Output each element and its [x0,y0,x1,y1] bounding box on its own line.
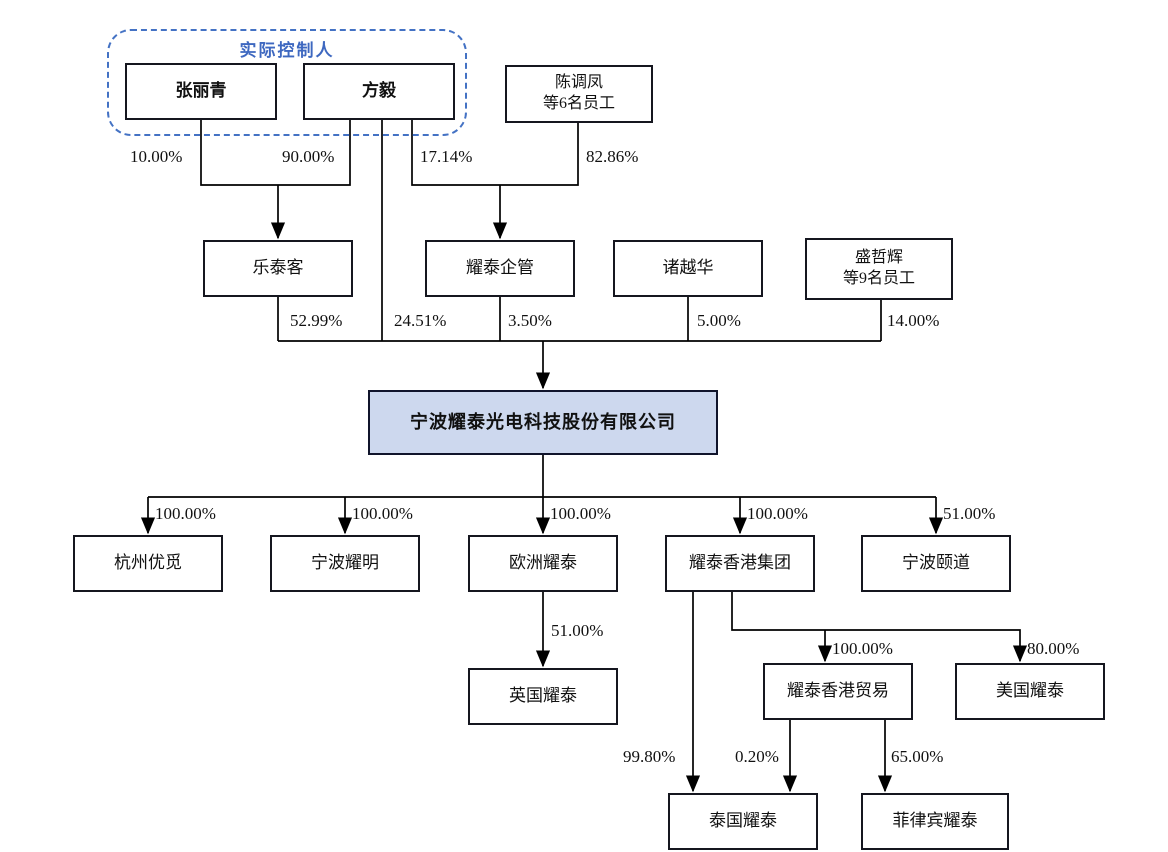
node-chen-diaofeng-employees: 陈调凤 等6名员工 [505,65,653,123]
node-sheng-zhehui-label: 盛哲辉 [854,249,903,267]
node-uk-yaotai-label: 英国耀泰 [509,686,577,706]
node-philippines-yaotai-label: 菲律宾耀泰 [892,811,978,831]
node-europe-yaotai: 欧洲耀泰 [468,535,618,592]
node-yaotai-qiguan: 耀泰企管 [425,240,575,297]
edge-fang-chen-to-qiguan [411,120,579,240]
node-ningbo-yidao: 宁波颐道 [861,535,1011,592]
node-ningbo-yaoming-label: 宁波耀明 [311,553,379,573]
node-yaotai-hk-group-label: 耀泰香港集团 [689,553,791,573]
pct-letaike-to-company: 52.99% [290,311,343,330]
node-fang-yi: 方毅 [303,63,455,120]
node-thailand-yaotai-label: 泰国耀泰 [709,811,777,831]
node-chen-diaofeng-label: 陈调凤 [554,74,603,92]
pct-company-to-yidao: 51.00% [943,504,996,523]
pct-zhu-to-company: 5.00% [697,311,741,330]
node-usa-yaotai: 美国耀泰 [955,663,1105,720]
pct-fang-to-qiguan: 17.14% [420,147,473,166]
node-yaotai-hk-trading-label: 耀泰香港贸易 [787,681,889,701]
node-yaotai-hk-group: 耀泰香港集团 [665,535,815,592]
node-sheng-zhehui-label2: 等9名员工 [842,270,915,287]
pct-company-to-europe: 100.00% [550,504,611,523]
pct-hkgroup-to-thailand: 99.80% [623,747,676,766]
edge-row2-collector-to-company [277,297,882,390]
actual-controller-label: 实际控制人 [239,41,335,60]
node-company-label: 宁波耀泰光电科技股份有限公司 [410,411,676,432]
pct-qiguan-to-company: 3.50% [508,311,552,330]
pct-company-to-yaoming: 100.00% [352,504,413,523]
node-hangzhou-youmi: 杭州优觅 [73,535,223,592]
node-letaike: 乐泰客 [203,240,353,297]
pct-hkgroup-to-hktrade: 100.00% [832,639,893,658]
pct-hktrade-to-thailand: 0.20% [735,747,779,766]
pct-fang-to-letaike: 90.00% [282,147,335,166]
edge-zhang-fang-to-letaike [200,120,351,240]
edge-company-to-subsidiaries [140,455,944,535]
node-europe-yaotai-label: 欧洲耀泰 [509,553,577,573]
pct-fang-to-company: 24.51% [394,311,447,330]
pct-company-to-hangzhou: 100.00% [155,504,216,523]
pct-europe-to-uk: 51.00% [551,621,604,640]
node-hangzhou-youmi-label: 杭州优觅 [114,553,182,573]
pct-sheng-to-company: 14.00% [887,311,940,330]
pct-company-to-hkgroup: 100.00% [747,504,808,523]
pct-zhang-to-letaike: 10.00% [130,147,183,166]
node-chen-diaofeng-label2: 等6名员工 [542,95,615,112]
pct-chen-to-qiguan: 82.86% [586,147,639,166]
node-thailand-yaotai: 泰国耀泰 [668,793,818,850]
node-letaike-label: 乐泰客 [252,258,304,278]
pct-hkgroup-to-usa: 80.00% [1027,639,1080,658]
node-ningbo-yaoming: 宁波耀明 [270,535,420,592]
pct-hktrade-to-philippines: 65.00% [891,747,944,766]
node-ningbo-yidao-label: 宁波颐道 [902,553,970,573]
actual-controller-group-frame [107,29,467,136]
node-uk-yaotai: 英国耀泰 [468,668,618,725]
node-sheng-zhehui-employees: 盛哲辉 等9名员工 [805,238,953,300]
node-philippines-yaotai: 菲律宾耀泰 [861,793,1009,850]
node-yaotai-hk-trading: 耀泰香港贸易 [763,663,913,720]
node-yaotai-qiguan-label: 耀泰企管 [466,258,534,278]
node-zhang-liqing: 张丽青 [125,63,277,120]
node-zhu-yuehua-label: 诸越华 [662,258,714,278]
edge-hkgroup-branch [731,592,1028,663]
node-zhu-yuehua: 诸越华 [613,240,763,297]
node-company: 宁波耀泰光电科技股份有限公司 [368,390,718,455]
node-zhang-liqing-label: 张丽青 [175,81,227,101]
node-fang-yi-label: 方毅 [362,81,396,101]
node-usa-yaotai-label: 美国耀泰 [996,681,1064,701]
